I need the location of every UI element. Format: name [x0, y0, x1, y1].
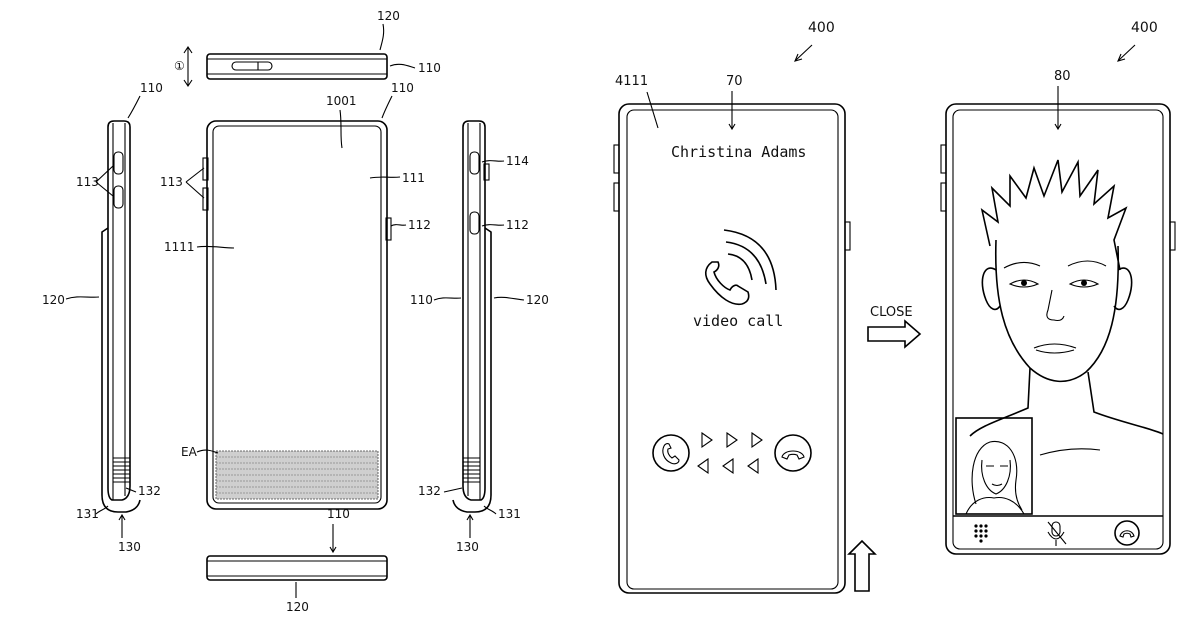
label-132-left: 132	[138, 484, 161, 498]
swipe-hint-arrows	[697, 431, 763, 475]
label-120-left: 120	[42, 293, 65, 307]
label-400-b: 400	[1131, 20, 1158, 36]
label-110-left-side: 110	[140, 81, 163, 95]
label-114: 114	[506, 154, 529, 168]
label-131-left: 131	[76, 507, 99, 521]
label-130-left: 130	[118, 540, 141, 554]
call-type-label: video call	[693, 312, 783, 330]
label-131-right: 131	[498, 507, 521, 521]
label-80: 80	[1054, 69, 1071, 84]
accept-call-icon[interactable]	[652, 434, 690, 472]
end-call-icon[interactable]	[1114, 520, 1140, 546]
label-110-bottom: 110	[327, 507, 350, 521]
label-70: 70	[726, 74, 743, 89]
top-view-device	[183, 46, 388, 87]
microphone-icon[interactable]	[1047, 521, 1067, 546]
self-view-inset	[955, 417, 1033, 515]
left-side-view-device	[101, 120, 141, 513]
label-111: 111	[402, 171, 425, 185]
label-132-right: 132	[418, 484, 441, 498]
label-circle-one: ①	[174, 59, 185, 73]
label-110-right: 110	[410, 293, 433, 307]
phone-icon	[704, 229, 777, 306]
close-label: CLOSE	[870, 305, 913, 320]
up-arrow-icon	[847, 539, 877, 592]
label-4111: 4111	[615, 74, 648, 89]
caller-name: Christina Adams	[671, 143, 806, 161]
incoming-call-device	[613, 103, 851, 594]
label-120-bottom: 120	[286, 600, 309, 614]
label-120-top: 120	[377, 9, 400, 23]
keypad-icon[interactable]	[974, 524, 988, 543]
label-113-left: 113	[76, 175, 99, 189]
label-1001: 1001	[326, 94, 357, 108]
label-112-front: 112	[408, 218, 431, 232]
label-130-right: 130	[456, 540, 479, 554]
right-side-view-device	[452, 120, 492, 513]
remote-participant-face	[969, 159, 1164, 456]
decline-call-icon[interactable]	[774, 434, 812, 472]
label-112-right: 112	[506, 218, 529, 232]
label-113-front: 113	[160, 175, 183, 189]
label-120-right: 120	[526, 293, 549, 307]
label-1111: 1111	[164, 240, 195, 254]
video-call-device	[940, 103, 1176, 555]
label-110-front: 110	[391, 81, 414, 95]
right-arrow-icon	[867, 319, 922, 349]
label-EA: EA	[181, 445, 198, 459]
front-view-device	[202, 120, 392, 510]
label-110-top: 110	[418, 61, 441, 75]
bottom-view-device	[206, 555, 388, 581]
label-400-a: 400	[808, 20, 835, 36]
